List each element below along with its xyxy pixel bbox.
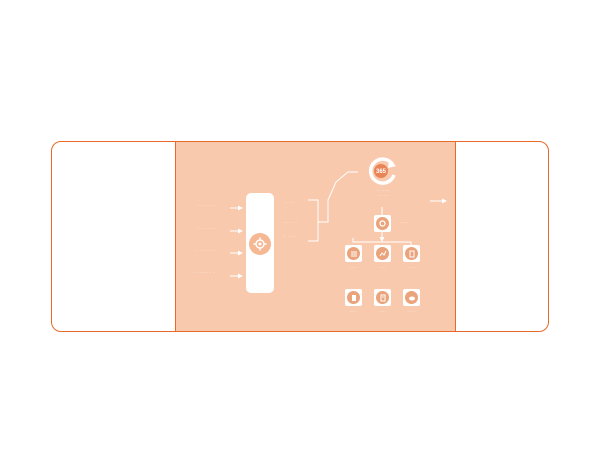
hub-label-3: ·· ······: [283, 234, 297, 239]
hub-label-1: ·· ····: [284, 200, 296, 205]
page-icon: [376, 291, 389, 304]
badge-365: 365: [376, 169, 387, 175]
file-icon: [347, 291, 360, 304]
grid-label-6: ·····: [407, 309, 415, 314]
document-node: [403, 245, 420, 262]
hub-card: [246, 193, 274, 293]
list-icon: [347, 247, 360, 260]
cog-label: ······: [399, 220, 409, 225]
gear-icon: [249, 233, 271, 255]
document-icon: [405, 247, 418, 260]
cloud-icon: [405, 291, 418, 304]
grid-label-1: ·····: [349, 265, 357, 270]
input-label-1: ···· ········: [196, 203, 216, 208]
cog-icon: [376, 217, 389, 230]
hub-label-2: ······ ···: [282, 220, 298, 225]
chart-node: [374, 245, 391, 262]
grid-label-4: ·····: [349, 309, 357, 314]
cloud-node: [403, 289, 420, 306]
input-label-3: ·· ······ ····: [195, 248, 217, 253]
list-node: [345, 245, 362, 262]
grid-label-3: ·····: [407, 265, 415, 270]
input-label-4: ·· ········ ···: [195, 270, 217, 275]
top-node-label: ··· ·············: [375, 188, 391, 198]
chart-icon: [376, 247, 389, 260]
grid-label-5: ·····: [378, 309, 386, 314]
cog-node: [374, 215, 391, 232]
connector-lines: [230, 171, 447, 279]
diagram-frame: ···· ········ ··· ·· ······ ·· ······ ··…: [51, 141, 549, 332]
page-node: [374, 289, 391, 306]
input-label-2: ··· ·· ······: [196, 226, 216, 231]
grid-label-2: ·····: [378, 265, 386, 270]
diagram-panel: ···· ········ ··· ·· ······ ·· ······ ··…: [175, 142, 456, 331]
file-node: [345, 289, 362, 306]
refresh-cycle-icon: 365: [368, 157, 396, 185]
